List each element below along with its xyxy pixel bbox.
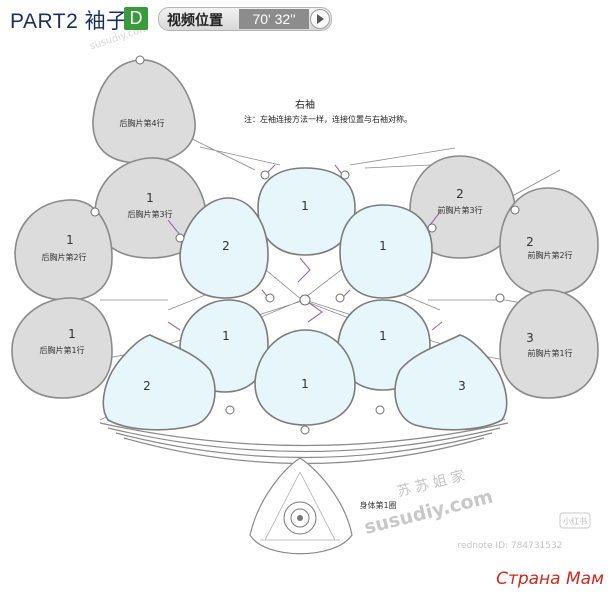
video-position-label: 视频位置 — [167, 13, 223, 29]
front-motif-row1 — [499, 289, 599, 399]
sleeve-motif-bottom-left — [102, 334, 216, 431]
sleeve-motif-bottom-right — [394, 334, 508, 431]
page-header: PART2 袖子 D 视频位置 70' 32'' — [0, 0, 610, 36]
sleeve-title: 右袖 — [295, 98, 315, 111]
sleeve-motifs — [102, 167, 508, 431]
front-motif-number: 3 — [526, 331, 534, 345]
sleeve-motif-number: 2 — [143, 379, 151, 393]
back-motif-row1 — [11, 297, 113, 399]
part-badge: D — [124, 7, 148, 30]
front-motif-label: 前胸片第1行 — [527, 348, 572, 358]
sleeve-motif-top-right — [339, 204, 433, 299]
redbook-id: rednote ID: 784731532 — [458, 541, 563, 551]
sleeve-motif-row2-mid — [254, 329, 356, 426]
video-position-pill[interactable]: 视频位置 70' 32'' — [158, 7, 332, 31]
redbook-logo-text: 小红书 — [563, 516, 587, 526]
strana-mam-watermark: Страна Мам — [496, 569, 604, 589]
video-time: 70' 32'' — [239, 9, 309, 29]
back-motif-number: 1 — [68, 327, 76, 341]
back-motif-label: 后胸片第2行 — [41, 252, 86, 262]
back-motif-label: 后胸片第4行 — [119, 118, 164, 128]
back-motif-number: 1 — [66, 233, 74, 247]
sleeve-motif-number: 1 — [379, 239, 387, 253]
purple-join-stitches — [167, 164, 443, 331]
sleeve-motif-number: 1 — [301, 377, 309, 391]
sleeve-motif-number: 2 — [222, 239, 230, 253]
body-motif-label: 身体第1圈 — [359, 500, 396, 510]
front-motif-number: 2 — [526, 235, 534, 249]
body-round1-motif — [249, 457, 353, 555]
redbook-logo — [559, 512, 591, 529]
sleeve-note: 注：左袖连接方法一样，连接位置与右袖对称。 — [244, 114, 412, 124]
flower-ornaments — [90, 55, 520, 435]
back-motif-label: 后胸片第1行 — [39, 345, 84, 355]
front-motif-label: 前胸片第2行 — [527, 250, 572, 260]
sleeve-motif-mid-left — [179, 197, 269, 299]
sleeve-motif-number: 3 — [458, 379, 466, 393]
back-motif-number: 1 — [146, 191, 154, 205]
watermark-site-url: susudiy.com — [362, 486, 495, 539]
play-icon[interactable] — [310, 9, 330, 29]
back-motif-label: 后胸片第3行 — [127, 209, 172, 219]
sleeve-motif-number: 1 — [379, 329, 387, 343]
front-motif-row3 — [409, 155, 516, 259]
front-motif-label: 前胸片第3行 — [437, 205, 482, 215]
front-panel-motifs — [409, 155, 599, 399]
part-title: PART2 袖子 — [10, 10, 128, 33]
sleeve-motif-number: 1 — [222, 329, 230, 343]
back-motif-row4 — [92, 59, 196, 164]
sleeve-motif-number: 1 — [301, 199, 309, 213]
sleeve-motif-top-left — [257, 167, 356, 256]
front-motif-row2 — [499, 187, 599, 296]
front-motif-number: 2 — [456, 187, 464, 201]
